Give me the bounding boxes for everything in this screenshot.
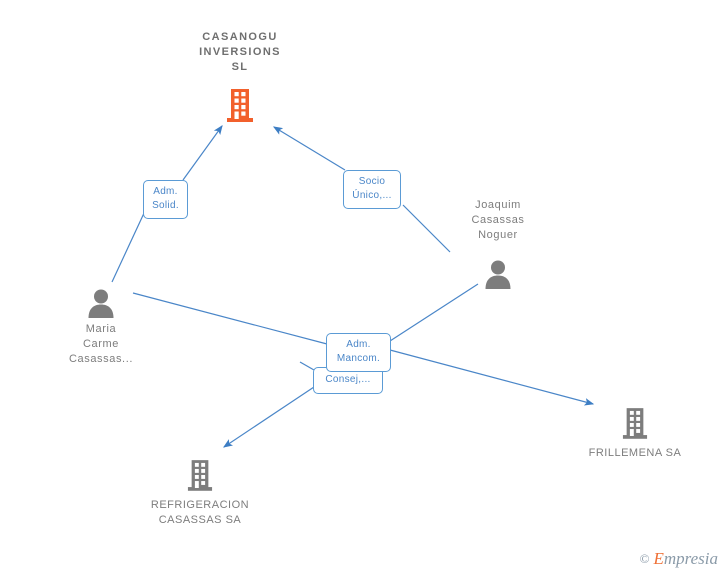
node-casanogu-label: CASANOGU INVERSIONS SL xyxy=(199,31,281,73)
edge-joaquim-mancom xyxy=(389,283,479,342)
edge-consej-left-stub xyxy=(299,361,315,371)
edge-maria-casanogu-head xyxy=(182,125,223,181)
building-icon-frillemena xyxy=(615,400,655,440)
building-icon-casanogu xyxy=(220,83,260,123)
node-maria[interactable]: Maria Carme Casassas... xyxy=(31,278,171,367)
edge-label-adm-solid[interactable]: Adm. Solid. xyxy=(143,180,188,219)
person-icon xyxy=(88,289,114,318)
building-icon xyxy=(187,460,213,491)
node-frillemena[interactable]: FRILLEMENA SA xyxy=(565,400,705,461)
brand-rest: mpresia xyxy=(663,549,718,568)
edge-maria-casanogu xyxy=(111,210,146,283)
node-refrigeracion-label: REFRIGERACION CASASSAS SA xyxy=(150,499,250,526)
person-icon-joaquim xyxy=(478,249,518,289)
edge-label-adm-mancom[interactable]: Adm. Mancom. xyxy=(326,333,391,372)
brand-initial: E xyxy=(653,549,664,568)
node-joaquim-label: Joaquim Casassas Noguer xyxy=(471,199,525,241)
watermark: © Empresia xyxy=(640,549,718,569)
brand-logo: Empresia xyxy=(653,549,718,569)
copyright-icon: © xyxy=(639,551,650,566)
edge-consej-refrigeracion xyxy=(223,386,315,448)
node-maria-label: Maria Carme Casassas... xyxy=(68,323,134,365)
building-icon xyxy=(227,89,253,122)
node-casanogu[interactable]: CASANOGU INVERSIONS SL xyxy=(170,30,310,123)
node-frillemena-label: FRILLEMENA SA xyxy=(588,447,682,459)
edge-label-socio-unico[interactable]: Socio Único,... xyxy=(343,170,401,209)
edge-joaquim-casanogu-head xyxy=(272,126,346,171)
person-icon xyxy=(485,260,511,289)
edge-mancom-frillemena xyxy=(389,349,595,406)
node-joaquim[interactable]: Joaquim Casassas Noguer xyxy=(428,198,568,289)
person-icon-maria xyxy=(81,278,121,318)
building-icon xyxy=(622,408,648,439)
building-icon-refrigeracion xyxy=(180,452,220,492)
node-refrigeracion[interactable]: REFRIGERACION CASASSAS SA xyxy=(130,452,270,528)
